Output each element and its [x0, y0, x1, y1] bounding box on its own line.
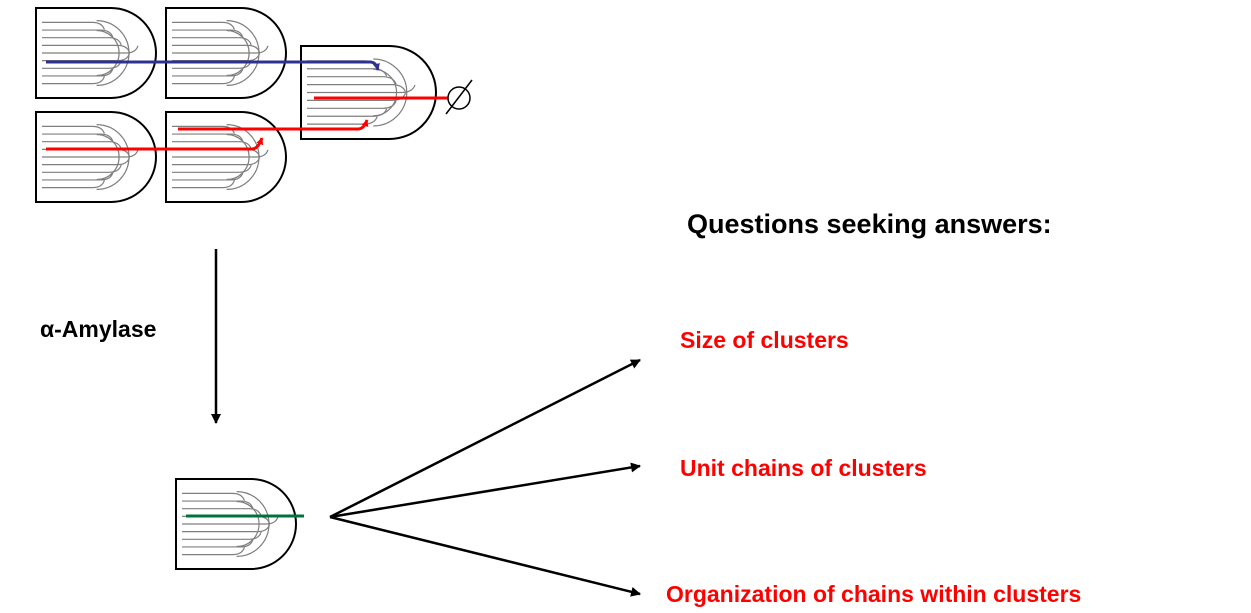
empty-set-symbol: [445, 79, 473, 115]
cluster-product: [175, 478, 297, 570]
question-size-of-clusters: Size of clusters: [680, 327, 849, 353]
cluster-top-middle: [165, 7, 287, 99]
cluster-outline: [165, 7, 287, 99]
arrow-to-unit-chains: [329, 462, 641, 519]
cluster-bottom-middle: [165, 111, 287, 203]
cluster-outline: [175, 478, 297, 570]
cluster-top-left: [35, 7, 157, 99]
cluster-chains: [172, 20, 269, 86]
red-chain-arrow-lower: [46, 137, 264, 151]
cluster-chains: [182, 491, 279, 557]
cluster-right: [300, 45, 437, 140]
question-unit-chains: Unit chains of clusters: [680, 455, 927, 481]
arrow-to-size: [329, 358, 641, 519]
cluster-outline: [35, 7, 157, 99]
question-organization: Organization of chains within clusters: [666, 581, 1082, 607]
questions-heading: Questions seeking answers:: [687, 209, 1052, 239]
cluster-outline: [300, 45, 437, 140]
cluster-chains: [307, 58, 416, 127]
cluster-chains: [42, 20, 139, 86]
alpha-amylase-label: α-Amylase: [40, 316, 157, 342]
arrow-to-organization: [329, 515, 641, 597]
cluster-bottom-left: [35, 111, 157, 203]
cluster-outline: [35, 111, 157, 203]
cluster-chains: [42, 124, 139, 190]
red-chain-arrow-upper: [178, 119, 369, 131]
blue-chain-arrow: [46, 60, 380, 71]
cluster-chains: [172, 124, 269, 190]
cluster-outline: [165, 111, 287, 203]
